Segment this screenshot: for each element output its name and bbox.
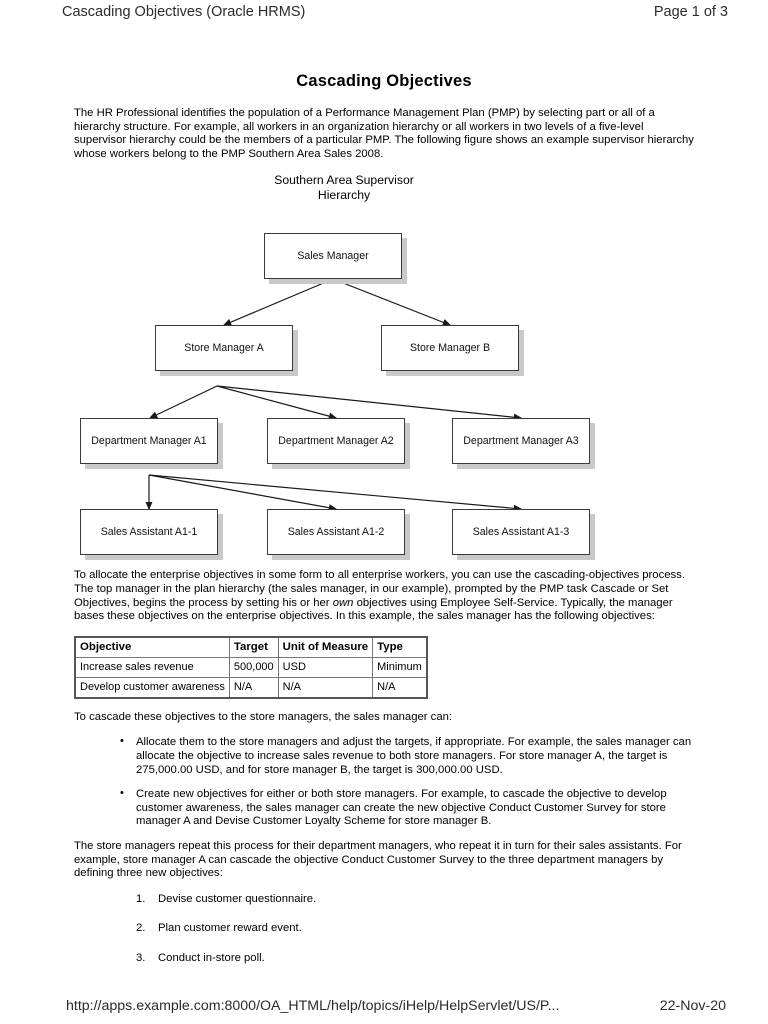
cell-objective: Increase sales revenue	[74, 656, 230, 678]
node-label: Department Manager A2	[278, 435, 394, 448]
node-label: Store Manager B	[409, 342, 491, 355]
node-store-manager-b[interactable]: Store Manager B	[381, 325, 519, 372]
node-label: Sales Assistant A1-1	[100, 526, 198, 539]
column-header-type: Type	[372, 636, 428, 658]
paragraph-emphasis-own: own	[332, 596, 354, 609]
figure-caption-line-2: Hierarchy	[317, 188, 371, 203]
column-header-unit-of-measure: Unit of Measure	[277, 636, 374, 658]
cell-type: N/A	[372, 676, 428, 699]
node-label: Department Manager A1	[91, 435, 207, 448]
node-label: Store Manager A	[184, 342, 264, 355]
cascade-intro-paragraph: To cascade these objectives to the store…	[74, 710, 453, 723]
cell-type: Minimum	[372, 656, 428, 678]
cell-objective: Develop customer awareness	[74, 676, 230, 699]
node-sales-assistant-a1-3[interactable]: Sales Assistant A1-3	[452, 509, 590, 556]
node-department-manager-a1[interactable]: Department Manager A1	[80, 418, 218, 465]
page-footer: http://apps.example.com:8000/OA_HTML/hel…	[0, 996, 768, 1024]
footer-url[interactable]: http://apps.example.com:8000/OA_HTML/hel…	[66, 998, 560, 1014]
node-sales-assistant-a1-2[interactable]: Sales Assistant A1-2	[267, 509, 405, 556]
node-sales-assistant-a1-1[interactable]: Sales Assistant A1-1	[80, 509, 218, 556]
column-header-target: Target	[228, 636, 279, 658]
figure-caption-line-1: Southern Area Supervisor	[274, 173, 414, 188]
cell-target: N/A	[228, 676, 279, 699]
node-store-manager-a[interactable]: Store Manager A	[155, 325, 293, 372]
page-header: Cascading Objectives (Oracle HRMS) Page …	[0, 0, 768, 26]
table-row: Develop customer awareness N/A N/A N/A	[74, 676, 428, 699]
list-item: Plan customer reward event.	[136, 922, 302, 935]
node-department-manager-a3[interactable]: Department Manager A3	[452, 418, 590, 465]
list-item: Conduct in-store poll.	[136, 951, 265, 965]
node-label: Sales Assistant A1-3	[472, 526, 570, 539]
cascade-options-list: Allocate them to the store managers and …	[74, 735, 694, 829]
paragraph-text-part-2: objectives using Employee Self-Service. …	[74, 596, 673, 623]
node-sales-manager[interactable]: Sales Manager	[264, 233, 402, 280]
header-page-number: Page 1 of 3	[653, 4, 728, 20]
list-item: Create new objectives for either or both…	[120, 787, 694, 829]
new-objectives-list: Devise customer questionnaire. Plan cust…	[74, 893, 694, 966]
column-header-objective: Objective	[74, 636, 230, 658]
hierarchy-connector-lines	[145, 278, 523, 513]
cell-unit: N/A	[277, 676, 374, 699]
supervisor-hierarchy-figure: Southern Area Supervisor Hierarchy Sales…	[74, 173, 694, 563]
list-item: Devise customer questionnaire.	[136, 892, 317, 906]
store-managers-paragraph: The store managers repeat this process f…	[74, 839, 682, 880]
page-title: Cascading Objectives	[296, 72, 472, 90]
table-header-row: Objective Target Unit of Measure Type	[74, 636, 428, 658]
header-document-title: Cascading Objectives (Oracle HRMS)	[62, 4, 306, 20]
cascading-process-paragraph: To allocate the enterprise objectives in…	[74, 569, 694, 623]
paragraph-text-part-1: To allocate the enterprise objectives in…	[74, 569, 685, 609]
footer-date: 22-Nov-20	[659, 998, 726, 1014]
table-row: Increase sales revenue 500,000 USD Minim…	[74, 656, 428, 678]
cell-target: 500,000	[228, 656, 279, 678]
node-label: Department Manager A3	[463, 435, 579, 448]
node-department-manager-a2[interactable]: Department Manager A2	[267, 418, 405, 465]
document-body: Cascading Objectives The HR Professional…	[74, 58, 694, 981]
node-label: Sales Manager	[297, 250, 369, 263]
cell-unit: USD	[277, 656, 374, 678]
objectives-table: Objective Target Unit of Measure Type In…	[74, 635, 428, 699]
figure-caption: Southern Area Supervisor Hierarchy	[194, 173, 494, 203]
intro-paragraph: The HR Professional identifies the popul…	[74, 107, 694, 160]
list-item: Allocate them to the store managers and …	[120, 735, 694, 777]
node-label: Sales Assistant A1-2	[287, 526, 385, 539]
